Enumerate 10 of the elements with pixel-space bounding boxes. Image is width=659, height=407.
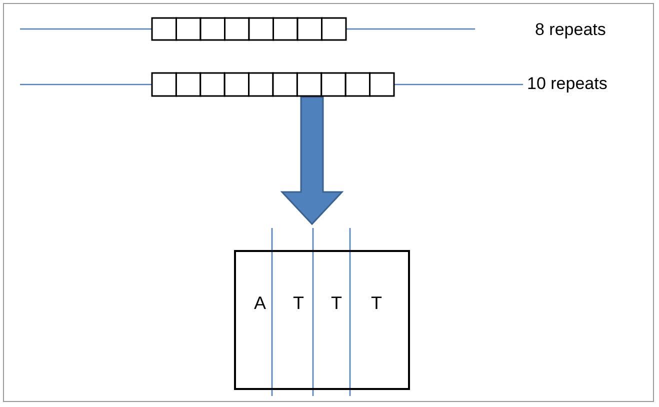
- base-letter: T: [331, 293, 342, 314]
- sequence-box: [234, 250, 410, 390]
- repeat-count: 10 repeats: [527, 74, 608, 94]
- repeat-count: 8 repeats: [535, 20, 606, 40]
- base-letter: T: [371, 293, 382, 314]
- block-arrow: [280, 96, 344, 226]
- repeat-strand: [20, 17, 475, 41]
- base-letter: T: [293, 293, 304, 314]
- repeat-strand: [20, 72, 523, 97]
- base-letter: A: [254, 293, 266, 314]
